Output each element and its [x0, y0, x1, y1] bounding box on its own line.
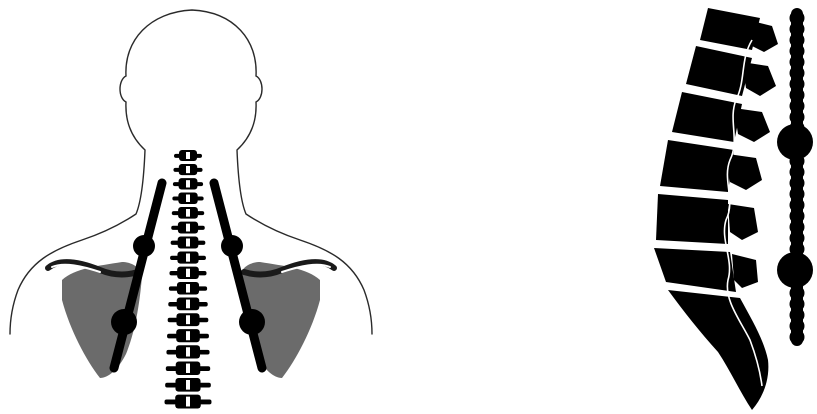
lateral-strip: [777, 11, 813, 345]
vertebral-body: [660, 140, 734, 192]
spinous-process-highlight: [186, 300, 190, 309]
spinous-process-highlight: [186, 380, 190, 390]
vertebral-body: [672, 92, 742, 142]
spinous-process-highlight: [186, 238, 190, 246]
vertebral-body: [654, 248, 736, 292]
lateral-strip-upper-knob: [777, 124, 813, 160]
spinous-process-highlight: [186, 194, 190, 201]
spinous-process-highlight: [186, 253, 190, 261]
right-strip-upper-knob: [221, 235, 243, 257]
spinous-process-highlight: [186, 315, 190, 324]
left-strip-upper-knob: [133, 235, 155, 257]
spinous-process-highlight: [186, 180, 190, 187]
spinous-process-highlight: [186, 209, 190, 217]
spinous-process-highlight: [186, 331, 190, 340]
vertebral-body: [656, 194, 728, 244]
vertebral-body: [686, 46, 752, 96]
lateral-view-panel: [654, 8, 813, 410]
lateral-strip-lower-knob: [777, 252, 813, 288]
spinous-process-highlight: [186, 284, 190, 293]
posterior-view-panel: [10, 10, 372, 408]
spinous-process-highlight: [186, 364, 190, 373]
spinous-process-highlight: [186, 347, 190, 356]
left-strip-lower-knob: [111, 309, 137, 335]
spinous-process-highlight: [186, 224, 190, 232]
spinous-process-highlight: [186, 166, 190, 173]
spinous-process-highlight: [186, 152, 190, 159]
spinous-process-highlight: [186, 397, 190, 407]
strip-bead: [790, 330, 805, 345]
spinous-process-highlight: [186, 269, 190, 277]
right-strip-lower-knob: [239, 309, 265, 335]
posterior-spine: [165, 150, 212, 408]
